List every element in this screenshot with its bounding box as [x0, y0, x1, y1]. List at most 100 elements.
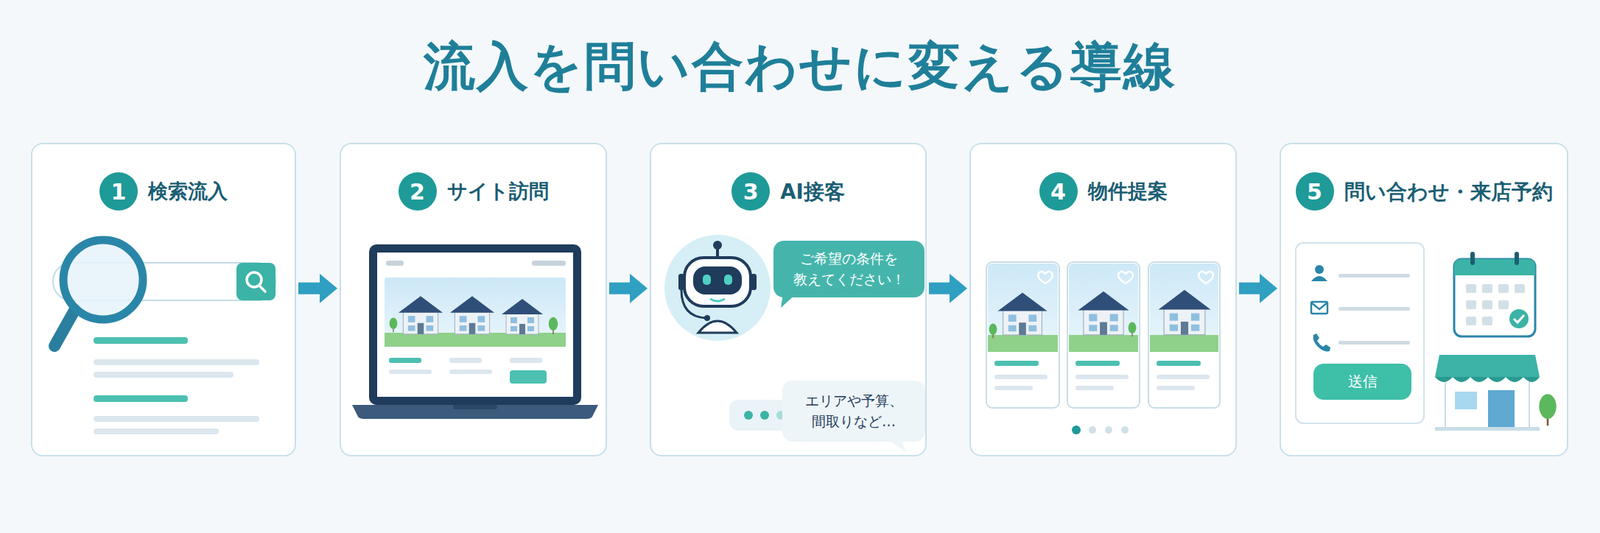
panel-fill	[649, 142, 927, 457]
robot-illustration	[760, 411, 770, 420]
property-cards	[994, 360, 1039, 367]
step-title: AI接客	[780, 178, 845, 206]
search-illustration	[93, 372, 234, 378]
send-button: 送信	[1313, 363, 1412, 400]
step-panel: 3AI接客ご希望の条件を 教えてください！エリアや予算、 間取りなど…	[649, 142, 927, 457]
robot-illustration	[750, 274, 757, 291]
step-number: 2	[398, 172, 437, 211]
laptop-illustration	[369, 244, 582, 406]
contact-illustration	[1454, 259, 1536, 337]
contact-illustration	[1434, 427, 1540, 431]
panel-fill	[30, 142, 1569, 457]
laptop-illustration	[388, 358, 422, 364]
panel-fill	[339, 142, 607, 457]
flow-arrow	[609, 274, 648, 304]
contact-illustration	[1295, 243, 1557, 431]
robot-illustration	[713, 240, 722, 250]
property-cards	[1156, 386, 1195, 391]
laptop-illustration	[450, 296, 495, 335]
contact-illustration	[1470, 251, 1475, 266]
search-illustration	[93, 395, 188, 403]
flow-arrow	[298, 282, 320, 295]
property-cards	[1118, 271, 1133, 284]
robot-illustration	[702, 274, 711, 286]
step-panel: 4物件提案	[969, 142, 1237, 457]
panel-fill	[1279, 142, 1569, 457]
robot-illustration	[704, 315, 711, 322]
search-illustration	[93, 416, 260, 423]
flow-arrow	[1259, 274, 1278, 304]
laptop-illustration	[384, 332, 566, 347]
property-cards	[1148, 262, 1220, 409]
step-title: 問い合わせ・来店予約	[1344, 178, 1553, 206]
flow-arrow	[298, 274, 338, 304]
laptop-illustration	[501, 299, 543, 335]
flow-arrow	[949, 274, 968, 304]
property-cards	[987, 335, 1058, 353]
step-heading: 2サイト訪問	[341, 172, 606, 211]
property-cards	[1067, 262, 1140, 409]
robot-illustration	[744, 411, 753, 420]
laptop-illustration	[377, 252, 574, 398]
laptop-illustration	[352, 405, 599, 420]
step-number: 5	[1295, 172, 1335, 211]
search-illustration	[53, 240, 276, 435]
contact-illustration	[1498, 300, 1509, 310]
laptop-illustration	[386, 260, 404, 266]
contact-illustration	[1311, 276, 1328, 282]
contact-illustration	[1311, 302, 1328, 310]
laptop-illustration	[509, 370, 547, 384]
contact-illustration	[1482, 284, 1493, 294]
contact-illustration	[1454, 391, 1477, 410]
property-cards	[986, 262, 1060, 409]
laptop-illustration	[389, 317, 398, 333]
step-panel: 5 問い合わせ・来店予約送信	[1279, 142, 1569, 457]
property-cards	[1037, 271, 1053, 284]
step-number: 3	[731, 172, 770, 211]
laptop-illustration	[398, 296, 443, 335]
search-illustration	[63, 240, 143, 320]
property-cards	[1068, 263, 1139, 353]
laptop-illustration	[388, 369, 432, 375]
robot-illustration	[678, 274, 685, 291]
robot-illustration	[681, 290, 706, 319]
property-cards	[1158, 290, 1212, 336]
contact-illustration	[1445, 377, 1530, 429]
property-cards	[986, 262, 1060, 409]
flow-arrow	[1239, 274, 1278, 304]
property-cards	[997, 292, 1047, 336]
property-cards	[1071, 425, 1081, 435]
property-cards	[1128, 321, 1137, 337]
contact-illustration	[1498, 284, 1509, 294]
step-number: 4	[1039, 172, 1078, 211]
laptop-illustration	[548, 317, 559, 335]
search-illustration	[93, 359, 260, 366]
flow-arrow	[319, 274, 338, 304]
laptop-illustration	[453, 405, 498, 410]
speech-bubble: ご希望の条件を 教えてください！	[773, 240, 925, 298]
step-title: 検索流入	[148, 178, 228, 205]
contact-illustration	[1314, 265, 1324, 275]
contact-illustration	[1338, 341, 1410, 345]
property-cards	[986, 262, 1220, 435]
contact-illustration	[1338, 307, 1410, 311]
robot-illustration	[698, 321, 737, 333]
flow-arrow	[1239, 282, 1260, 295]
property-cards	[1088, 426, 1097, 434]
property-cards	[1149, 263, 1219, 353]
property-cards	[994, 374, 1048, 380]
laptop-illustration	[531, 260, 566, 266]
step-heading: 3 AI接客	[651, 172, 926, 211]
property-cards	[1068, 335, 1139, 353]
property-cards	[989, 323, 998, 339]
search-illustration	[93, 428, 219, 435]
contact-illustration	[1465, 284, 1477, 294]
contact-illustration	[1514, 251, 1519, 266]
panel-fill	[969, 142, 1237, 457]
property-cards	[987, 263, 1058, 353]
contact-illustration	[1509, 309, 1529, 329]
contact-illustration	[1338, 274, 1410, 278]
bubble-text: ご希望の条件を 教えてください！	[783, 248, 915, 290]
robot-illustration	[710, 299, 725, 302]
